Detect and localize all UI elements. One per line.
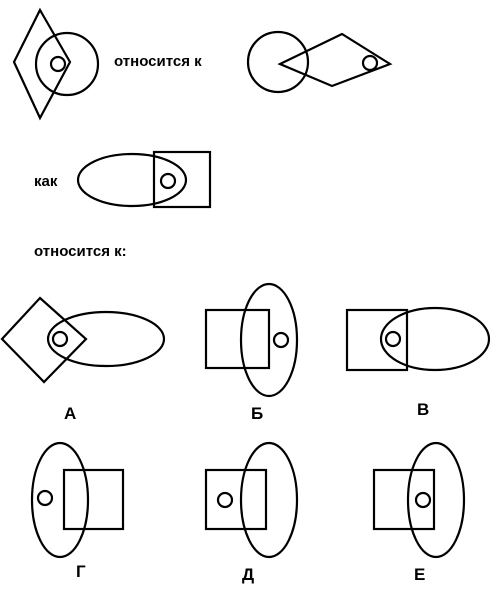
square: [62, 468, 125, 531]
large-circle: [246, 30, 310, 94]
option-b-label: Б: [251, 404, 263, 423]
vertical-ellipse: [239, 441, 299, 559]
small-circle: [272, 331, 290, 349]
option-g-label: Г: [76, 562, 86, 581]
example-figure-2: [246, 30, 393, 94]
vertical-ellipse: [30, 441, 90, 559]
as-text: как: [34, 173, 58, 190]
tilted-square: [0, 296, 88, 384]
small-circle: [51, 330, 69, 348]
small-circle: [216, 491, 234, 509]
horizontal-ellipse: [46, 310, 166, 368]
square: [204, 468, 268, 531]
small-circle: [49, 55, 67, 73]
horizontal-ellipse: [379, 306, 491, 372]
small-circle: [159, 172, 177, 190]
horizontal-diamond: [277, 32, 393, 88]
relates-to-text-1: относится к: [114, 53, 202, 70]
small-circle: [414, 491, 432, 509]
large-circle: [34, 31, 100, 97]
square: [152, 150, 212, 209]
vertical-ellipse: [406, 441, 466, 559]
option-d-label: Д: [242, 565, 254, 584]
small-circle: [36, 489, 54, 507]
square: [372, 468, 436, 531]
option-v-figure[interactable]: [345, 306, 491, 372]
option-a-figure[interactable]: [0, 296, 166, 384]
option-e-label: Е: [414, 565, 425, 584]
option-e-figure[interactable]: [372, 441, 466, 559]
square: [204, 308, 271, 370]
small-circle: [361, 54, 379, 72]
option-g-figure[interactable]: [30, 441, 125, 559]
example-figure-1: [12, 7, 100, 121]
horizontal-ellipse: [76, 152, 188, 208]
option-d-figure[interactable]: [204, 441, 299, 559]
example-figure-3: [76, 150, 212, 209]
option-v-label: В: [417, 400, 429, 419]
relates-to-text-2: относится к:: [34, 243, 127, 260]
small-circle: [384, 330, 402, 348]
square: [345, 308, 409, 372]
option-a-label: А: [64, 404, 76, 423]
vertical-ellipse: [239, 282, 299, 398]
option-b-figure[interactable]: [204, 282, 299, 398]
vertical-diamond: [12, 7, 72, 121]
